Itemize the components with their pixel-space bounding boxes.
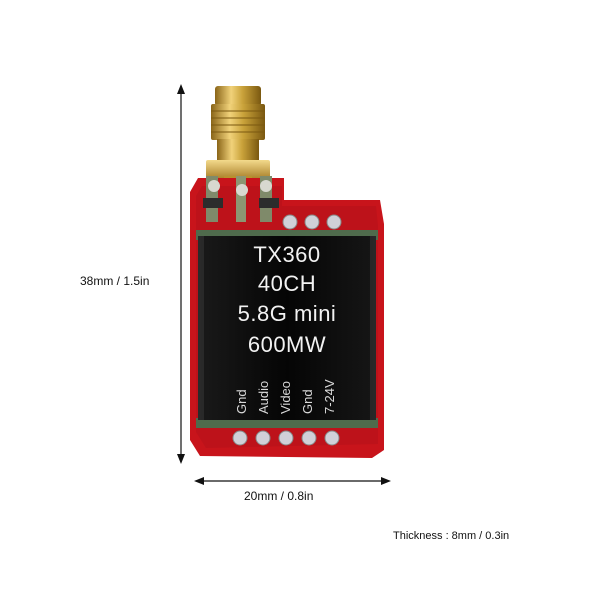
channel-label: 40CH (258, 271, 316, 296)
connector-legs (203, 176, 279, 222)
power-label: 600MW (248, 332, 326, 357)
pin-label: Audio (256, 381, 271, 414)
height-dimension-label: 38mm / 1.5in (80, 274, 150, 288)
thickness-label: Thickness : 8mm / 0.3in (393, 530, 510, 542)
width-arrow (194, 477, 391, 485)
band-label: 5.8G mini (238, 301, 337, 326)
pin-label: Gnd (234, 389, 249, 414)
height-arrow (177, 84, 185, 464)
top-pads (282, 214, 342, 230)
sma-connector (206, 86, 270, 192)
width-dimension-label: 20mm / 0.8in (244, 489, 314, 503)
pin-label: Gnd (300, 389, 315, 414)
pin-labels: Gnd Audio Video Gnd 7-24V (234, 379, 337, 414)
substrate-edge-top (196, 230, 378, 240)
bottom-pads (232, 430, 340, 446)
model-label: TX360 (253, 242, 320, 267)
pin-label: Video (278, 381, 293, 414)
shield-cover (198, 236, 376, 420)
pin-label: 7-24V (322, 379, 337, 414)
substrate-edge-bottom (196, 418, 378, 428)
